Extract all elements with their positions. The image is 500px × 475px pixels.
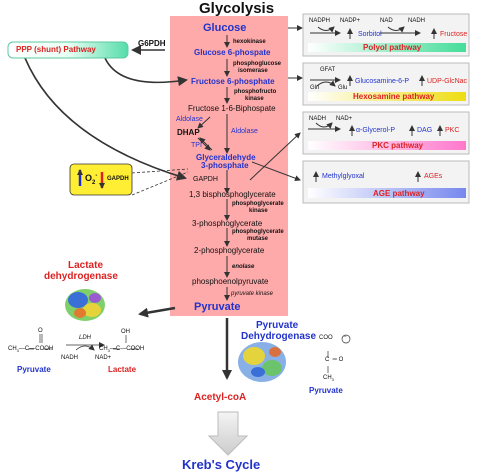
pg3-label: 3-phosphoglycerate (192, 219, 263, 228)
aldolase-right-label: Aldolase (231, 128, 258, 135)
age-ages: AGEs (424, 173, 443, 180)
carbonyl-label: C ═ O (325, 357, 344, 363)
polyol-arrows (310, 26, 437, 39)
ldh-enzyme-label: LDH (79, 335, 92, 341)
pgk-label-1: phosphoglycerate (232, 201, 284, 207)
hex-gfat: GFAT (320, 67, 336, 73)
polyol-nadph: NADPH (309, 18, 331, 24)
pkc-nadh: NADH (309, 116, 327, 122)
ppp-return-arrow (104, 57, 188, 87)
ldh-lactate: Lactate (108, 365, 137, 374)
pyruvate-o: O (38, 328, 43, 334)
lactate-oh: OH (121, 329, 130, 335)
gapdh-label: GAPDH (193, 176, 218, 183)
pdh-title-1: Pyruvate (256, 320, 299, 331)
polyol-nadh: NADH (408, 18, 426, 24)
g3p-line1: Glyceraldehyde (196, 153, 256, 162)
pyruvate-main-label: Pyruvate (194, 301, 241, 313)
age-band (308, 188, 466, 198)
ldh-nad: NAD+ (95, 355, 112, 361)
ldh-reaction-arrows (66, 342, 105, 351)
hex-glcn6p: Glucosamine-6-P (355, 78, 410, 85)
pkc-pkc: PKC (445, 127, 460, 134)
ldh-title-1: Lactate (68, 260, 104, 271)
superoxide-gapdh: GAPDH (107, 176, 129, 182)
ppp-pill (7, 41, 129, 59)
pkc-arrows (308, 122, 443, 136)
side-pathway-arrows (249, 25, 303, 182)
krebs-cycle-label: Kreb's Cycle (182, 457, 261, 472)
g3p-line2: 3-phosphate (201, 161, 249, 170)
pdh-protein-icon (238, 342, 286, 382)
f6p-label: Fructose 6-phosphate (191, 77, 275, 86)
bpg-label: 1,3 bisphosphoglycerate (189, 190, 276, 199)
glycolysis-panel (170, 16, 288, 316)
pdh-pyruvate: Pyruvate (309, 386, 343, 395)
pkc-glycerol: α-Glycerol-P (356, 127, 396, 134)
pyruvate-kinase-label: pyruvate kinase (231, 291, 274, 297)
polyol-fructose: Fructose (440, 31, 468, 38)
pg2-label: 2-phosphoglycerate (194, 246, 265, 255)
dhap-label: DHAP (177, 128, 200, 137)
polyol-band (308, 43, 466, 52)
g6pdh-label: G6PDH (138, 39, 166, 48)
pgm-label-2: mutase (247, 236, 269, 242)
hexosamine-band (308, 92, 466, 101)
superoxide-dashes (131, 168, 189, 196)
ppp-label: PPP (shunt) Pathway (16, 45, 96, 54)
pdh-title-2: Dehydrogenase (241, 331, 317, 342)
pfk-label-2: kinase (245, 96, 264, 102)
hex-glu: Glu (338, 85, 348, 91)
f16bp-label: Fructose 1-6-Biphospate (188, 104, 276, 113)
pkc-dag: DAG (417, 127, 433, 134)
pyruvate-to-ldh-arrow (138, 306, 176, 318)
structure-bonds (28, 334, 329, 373)
ldh-pyruvate: Pyruvate (17, 365, 51, 374)
hex-udp: UDP-GlcNac (427, 78, 468, 85)
ppp-to-g3p-arrow (24, 57, 187, 181)
age-methylglyoxal: Methylglyoxal (322, 173, 365, 180)
polyol-title: Polyol pathway (363, 43, 422, 52)
coo-label: COO (319, 335, 333, 341)
aldolase-left-label: Aldolase (176, 116, 203, 123)
hex-gln: Gln (310, 85, 320, 91)
lactate-structure: CH3—C—COOH (99, 346, 145, 354)
pkc-nad: NAD+ (336, 116, 353, 122)
age-title: AGE pathway (373, 189, 425, 198)
ldh-protein-icon (65, 289, 105, 321)
pyruvate-structure: CH3—C—COOH (8, 346, 54, 354)
krebs-arrow (207, 411, 249, 456)
polyol-nadp: NADP+ (340, 18, 361, 24)
glucose-label: Glucose (203, 22, 247, 34)
polyol-nad: NAD (380, 18, 393, 24)
coo-charge: − (343, 334, 347, 340)
ldh-title-2: dehydrogenase (44, 271, 118, 282)
hexosamine-arrows (310, 75, 425, 87)
aldolase-arrows (197, 116, 213, 151)
hex-title: Hexosamine pathway (353, 92, 435, 101)
methyl-label: CH3 (323, 375, 334, 383)
diagram-title: Glycolysis (199, 0, 275, 17)
hexokinase-label: hexokinase (233, 39, 266, 45)
ldh-nadh: NADH (61, 355, 79, 361)
pgm-label-1: phosphoglycerate (232, 229, 284, 235)
g6p-label: Glucose 6-phospate (194, 48, 271, 57)
pep-label: phosphoenolpyruvate (192, 277, 269, 286)
pgi-label-2: isomerase (238, 68, 268, 74)
polyol-sorbitol: Sorbitol (358, 31, 382, 38)
charge-circle (341, 334, 351, 344)
pfk-label-1: phosphofructo (234, 89, 277, 95)
tpi-label: TPI (191, 142, 202, 149)
pgi-label-1: phosphoglucose (233, 61, 281, 67)
pgk-label-2: kinase (249, 208, 268, 214)
superoxide-label: O2- (85, 173, 98, 186)
pkc-band (308, 141, 466, 150)
age-arrows (313, 171, 421, 182)
acetyl-coa-label: Acetyl-coA (194, 392, 247, 403)
pkc-title: PKC pathway (372, 141, 424, 150)
enolase-label: enolase (232, 264, 255, 270)
